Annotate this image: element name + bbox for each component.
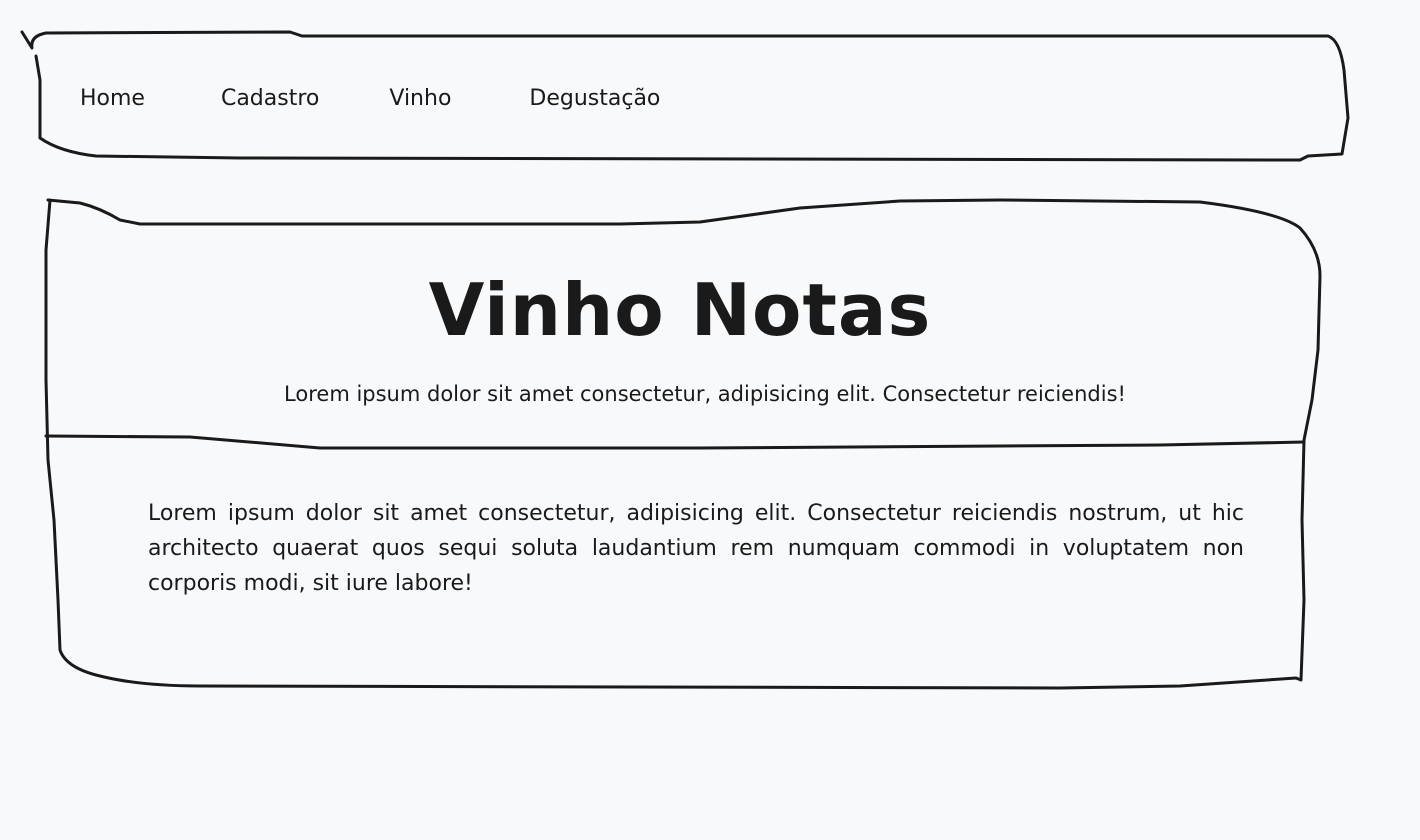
nav-link-cadastro[interactable]: Cadastro [220,85,320,111]
hero-divider [44,434,1306,450]
page-subtitle: Lorem ipsum dolor sit amet consectetur, … [284,382,1126,406]
nav-link-vinho[interactable]: Vinho [389,85,452,111]
main-navbar: Home Cadastro Vinho Degustação [80,80,660,116]
page-title: Vinho Notas [428,268,932,352]
nav-link-home[interactable]: Home [80,85,145,111]
content-paragraph: Lorem ipsum dolor sit amet consectetur, … [148,501,1244,596]
nav-link-degustacao[interactable]: Degustação [529,85,661,111]
